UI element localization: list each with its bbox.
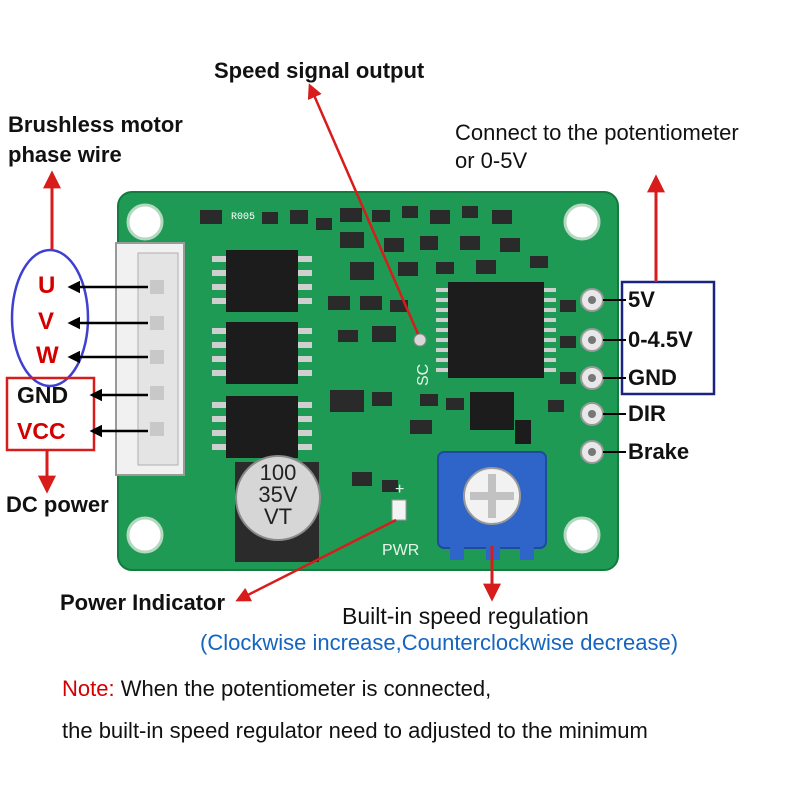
power-led (391, 499, 407, 521)
potentiometer-label-1: Connect to the potentiometer (455, 120, 739, 145)
speed-regulation-label: Built-in speed regulation (342, 603, 589, 629)
connector-arrows (67, 280, 148, 438)
potentiometer-pins-box (620, 280, 716, 396)
silk-resistor: R005 (231, 212, 255, 223)
phase-w-label: W (36, 342, 59, 369)
phase-wire-label-1: Brushless motor (8, 112, 183, 137)
sc-test-point (413, 333, 427, 347)
potentiometer (437, 451, 547, 560)
smd-components (200, 206, 576, 492)
note-text-1: When the potentiometer is connected, (114, 676, 492, 701)
note-prefix: Note: (62, 676, 115, 701)
power-pins-box (5, 376, 96, 452)
silk-pwr: PWR (382, 542, 419, 559)
power-indicator-label: Power Indicator (60, 590, 226, 615)
note-line-2: the built-in speed regulator need to adj… (62, 718, 648, 743)
pin-gnd-label: GND (628, 365, 677, 390)
silk-capacitor-2: 35V (258, 482, 297, 507)
pad-leader-lines (603, 299, 626, 453)
dc-power-label: DC power (6, 492, 109, 517)
pin-brake-label: Brake (628, 439, 690, 464)
phase-connector (115, 242, 185, 476)
pin-0-4-5v-label: 0-4.5V (628, 327, 693, 352)
vcc-pin-label: VCC (17, 418, 66, 444)
capacitor (235, 455, 321, 562)
silk-sc: SC (415, 364, 432, 386)
pin-5v-label: 5V (628, 287, 655, 312)
mosfet-chips (212, 250, 312, 458)
phase-u-label: U (38, 272, 56, 299)
potentiometer-label-2: or 0-5V (455, 148, 528, 173)
phase-v-label: V (38, 308, 55, 335)
pin-dir-label: DIR (628, 401, 666, 426)
speed-signal-label: Speed signal output (214, 58, 425, 83)
power-indicator-arrow (235, 518, 397, 602)
note-line-1: Note: When the potentiometer is connecte… (62, 676, 491, 702)
voltage-regulator (470, 392, 531, 444)
silk-plus: + (395, 481, 404, 498)
speed-regulation-subtitle: (Clockwise increase,Counterclockwise dec… (200, 630, 679, 655)
phase-wire-label-2: phase wire (8, 142, 122, 167)
phase-wire-ellipse (10, 248, 90, 388)
mounting-holes (126, 203, 601, 554)
speed-signal-arrow (307, 83, 420, 335)
controller-ic (436, 282, 556, 378)
silk-capacitor-1: 100 (260, 460, 297, 485)
gnd-pin-label: GND (17, 382, 69, 408)
silk-capacitor-3: VT (264, 504, 292, 529)
